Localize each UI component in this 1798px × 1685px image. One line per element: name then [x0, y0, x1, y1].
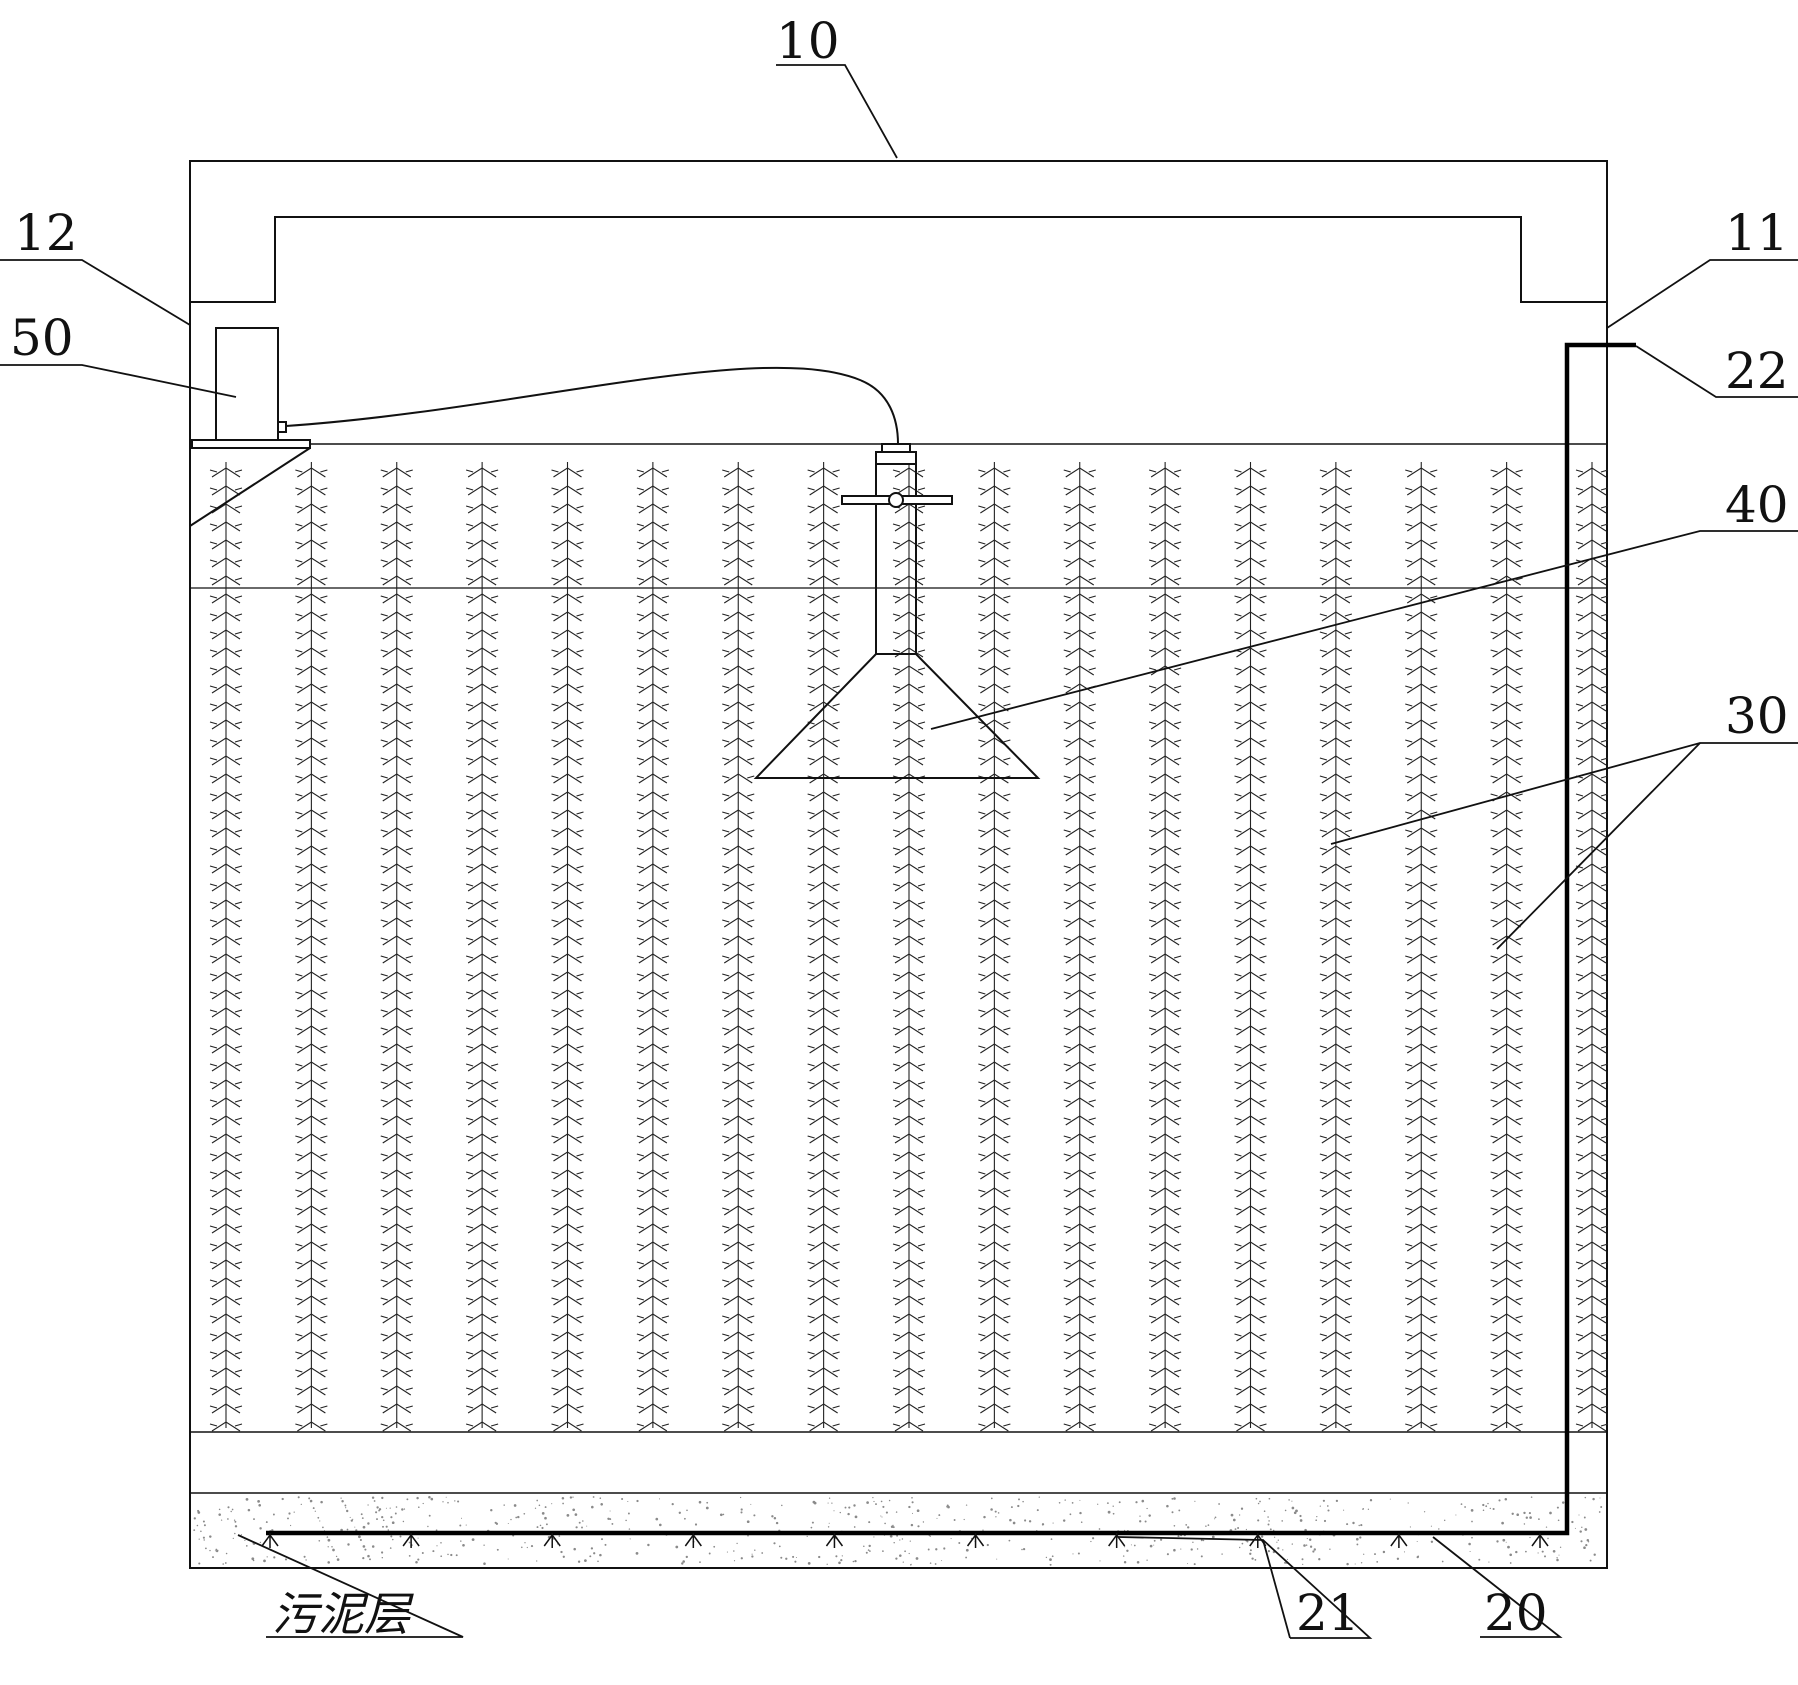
tank-cover-inner-edge	[190, 216, 1607, 303]
filler-column	[1148, 462, 1182, 1432]
pump-base	[191, 439, 311, 449]
label-11: 11	[1725, 204, 1789, 262]
aerator-nozzle	[684, 1533, 702, 1548]
filler-column	[1490, 462, 1523, 1432]
aerator-nozzle	[966, 1533, 985, 1548]
aerator-nozzle	[825, 1533, 844, 1548]
leader-50	[0, 364, 237, 398]
label-22: 22	[1725, 342, 1789, 400]
leader-30b	[1496, 742, 1701, 950]
filler-column	[636, 462, 670, 1432]
hood-coupling	[881, 443, 911, 453]
tank-outer-wall	[189, 160, 1608, 1569]
label-10: 10	[776, 12, 840, 70]
leader-10	[776, 64, 898, 159]
leader-21	[1117, 1536, 1373, 1639]
leader-lines	[0, 64, 1798, 1639]
leader-12	[0, 259, 191, 326]
filler-column	[1575, 462, 1609, 1432]
filler-column	[978, 462, 1011, 1432]
leader-sludge	[237, 1534, 464, 1638]
filler-column	[551, 462, 584, 1432]
sludge-layer-texture	[193, 1495, 1603, 1566]
filler-column	[1234, 462, 1267, 1432]
label-12: 12	[14, 204, 78, 262]
filler-column	[465, 462, 499, 1432]
filler-column	[722, 462, 755, 1432]
hood-coupling-2	[875, 451, 917, 465]
aerator-nozzle	[543, 1533, 561, 1548]
aerator-nozzle	[1390, 1533, 1408, 1548]
pump-base-support	[189, 447, 311, 527]
pump-outlet	[277, 421, 287, 433]
label-30: 30	[1725, 687, 1789, 745]
aeration-pipe	[266, 342, 1636, 1536]
filler-column	[209, 462, 243, 1432]
fiber-filler-group	[209, 462, 1609, 1432]
leader-30	[1330, 742, 1798, 845]
aerator-nozzle	[1531, 1533, 1549, 1548]
leader-22	[1635, 345, 1798, 398]
leader-11	[1606, 259, 1798, 329]
filler-column	[1319, 462, 1353, 1432]
hood-valve	[888, 492, 904, 508]
filler-column	[380, 462, 413, 1432]
aerator-nozzle	[402, 1533, 420, 1548]
hood-cone	[753, 653, 1041, 779]
aerator-nozzle	[1108, 1533, 1126, 1548]
pump-unit	[189, 327, 311, 527]
label-50: 50	[10, 309, 74, 367]
collection-hood	[753, 443, 1041, 779]
filler-column	[1063, 462, 1096, 1432]
aerator-nozzle	[261, 1533, 279, 1548]
leader-40	[930, 530, 1798, 730]
filler-column	[1405, 462, 1438, 1432]
filler-column	[295, 462, 328, 1432]
label-40: 40	[1725, 476, 1789, 534]
filler-column	[892, 462, 926, 1432]
label-21: 21	[1296, 1584, 1360, 1642]
leader-20	[1432, 1536, 1563, 1638]
filler-column	[807, 462, 840, 1432]
tank-body	[189, 160, 1608, 1569]
aeration-main-pipe	[266, 342, 1636, 1536]
pump-body	[215, 327, 279, 441]
label-sludge-layer: 污泥层	[272, 1587, 414, 1641]
label-20: 20	[1484, 1584, 1548, 1642]
labels: 10 12 50 11 22 40 30 21 20 污泥层	[10, 12, 1789, 1642]
suction-hose	[285, 366, 899, 445]
leader-21b	[1262, 1539, 1291, 1639]
